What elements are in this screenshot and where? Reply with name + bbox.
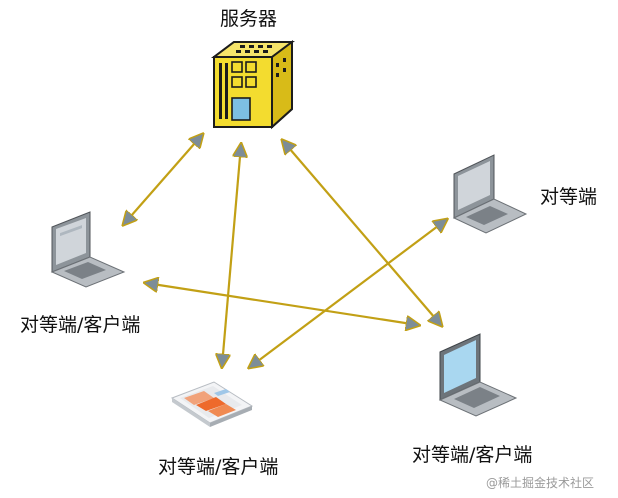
peer-client-left-label: 对等端/客户端 [20, 314, 141, 336]
arrow-server-tablet [222, 145, 241, 366]
peer-client-bottom-right-label: 对等端/客户端 [412, 444, 533, 466]
server-icon [211, 40, 295, 130]
connections [124, 135, 446, 367]
arrow-top-right-laptop-tablet [250, 220, 446, 367]
arrow-server-left-laptop [124, 135, 202, 224]
arrow-left-laptop-bottom-right-laptop [146, 283, 418, 325]
laptop-icon [452, 154, 528, 234]
peer-client-bottom-center-label: 对等端/客户端 [158, 456, 279, 478]
arrow-server-bottom-right-laptop [283, 141, 441, 325]
laptop-icon [50, 211, 126, 288]
server-label: 服务器 [220, 8, 278, 30]
laptop-icon [438, 333, 518, 417]
tablet-icon [170, 381, 254, 427]
watermark-text: @稀土掘金技术社区 [486, 476, 595, 490]
peer-top-right-label: 对等端 [540, 186, 598, 208]
